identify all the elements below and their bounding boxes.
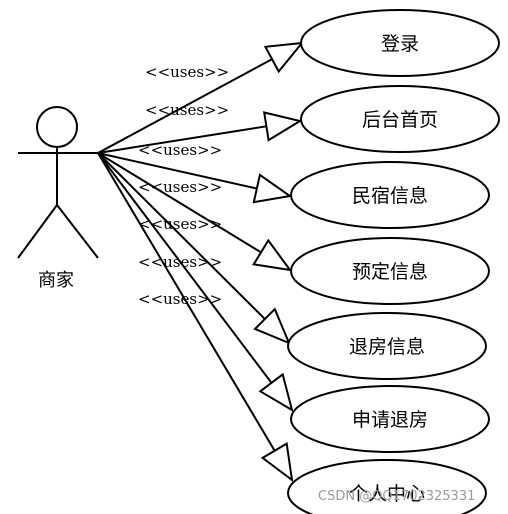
association-line xyxy=(97,152,266,320)
actor-head xyxy=(36,106,78,148)
use-case-ellipse xyxy=(290,385,490,453)
use-case-ellipse xyxy=(300,9,500,77)
arrowhead-icon xyxy=(252,173,293,204)
arrowhead-icon xyxy=(252,238,293,272)
association-line xyxy=(97,58,273,154)
uses-label: <<uses>> xyxy=(138,253,222,271)
use-case-ellipse xyxy=(300,85,500,153)
actor-leg-left xyxy=(17,204,58,259)
associations xyxy=(97,41,305,483)
association-line xyxy=(97,152,273,384)
use-case-label: 预定信息 xyxy=(352,261,428,283)
association-line xyxy=(97,152,276,452)
arrowhead-icon xyxy=(260,441,294,483)
arrowhead-icon xyxy=(262,111,303,142)
use-case-ellipse xyxy=(287,459,487,514)
uses-label: <<uses>> xyxy=(145,63,229,81)
use-case-ellipse xyxy=(290,161,490,229)
uses-label: <<uses>> xyxy=(138,290,222,308)
use-case-ellipse xyxy=(290,237,490,305)
association-line xyxy=(97,152,262,254)
association-line xyxy=(97,125,267,154)
use-case-label: 民宿信息 xyxy=(352,185,428,207)
association-line xyxy=(97,152,258,190)
uses-label: <<uses>> xyxy=(138,215,222,233)
watermark: CSDN @QQ1702325331 xyxy=(318,489,475,504)
actor-figure xyxy=(17,106,99,259)
uses-label: <<uses>> xyxy=(138,141,222,159)
arrowhead-icon xyxy=(258,372,294,413)
use-case-label: 后台首页 xyxy=(362,109,438,131)
use-case-ellipse xyxy=(287,312,487,380)
use-case-label: 申请退房 xyxy=(352,409,428,431)
use-case-label: 退房信息 xyxy=(349,336,425,358)
uses-label: <<uses>> xyxy=(138,178,222,196)
uses-labels: <<uses>> <<uses>> <<uses>> <<uses>> <<uses>>… xyxy=(138,63,229,308)
arrowhead-icon xyxy=(253,307,291,345)
actor-label: 商家 xyxy=(38,270,74,291)
actor-leg-right xyxy=(56,204,99,259)
use-case-label: 登录 xyxy=(381,33,419,55)
arrowhead-icon xyxy=(263,41,305,74)
uses-label: <<uses>> xyxy=(145,101,229,119)
use-case-label: 个人中心 xyxy=(349,483,425,505)
